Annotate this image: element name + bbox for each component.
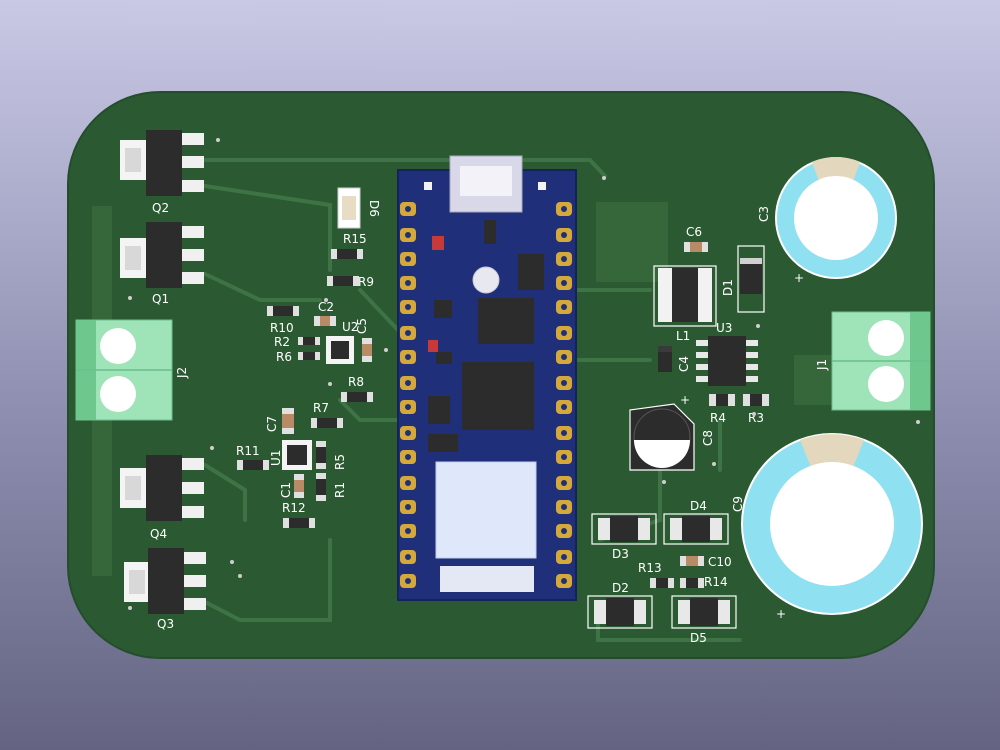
label-d4: D4 (690, 499, 707, 513)
ic-u2: U2 (326, 320, 358, 364)
label-d5: D5 (690, 631, 707, 645)
label-r2: R2 (274, 335, 290, 349)
label-u2: U2 (342, 320, 358, 334)
label-r14: R14 (704, 575, 728, 589)
mosfet-q1: Q1 (120, 222, 204, 306)
diode-d2: D2 (587, 581, 653, 629)
resistor-r1: R1 (316, 473, 347, 501)
microcontroller-module (397, 155, 577, 601)
vias (128, 138, 920, 610)
ic-u1: U1 (269, 440, 312, 470)
label-r15: R15 (343, 232, 367, 246)
ic-u3: U3 (696, 321, 758, 386)
label-j1: J1 (815, 359, 829, 371)
electrolytic-cap-c8: + C8 (629, 393, 715, 471)
resistor-r15: R15 (331, 232, 367, 259)
label-j2: J2 (175, 367, 189, 379)
label-r10: R10 (270, 321, 294, 335)
resistor-r5: R5 (316, 441, 347, 470)
label-c10: C10 (708, 555, 732, 569)
label-c3-plus: + (794, 271, 804, 285)
capacitor-c7: C7 (265, 408, 294, 434)
inductor-l1: L1 (653, 265, 717, 343)
resistor-r13: R13 (638, 561, 674, 588)
label-r6: R6 (276, 350, 292, 364)
label-r8: R8 (348, 375, 364, 389)
label-c2: C2 (318, 300, 334, 314)
label-q2: Q2 (152, 201, 169, 215)
electrolytic-cap-c9: + C9 (731, 433, 923, 621)
module-header-pins (400, 202, 572, 588)
label-c1: C1 (279, 482, 293, 498)
label-c9: C9 (731, 496, 745, 512)
label-r7: R7 (313, 401, 329, 415)
label-r1: R1 (333, 482, 347, 498)
diode-d5: D5 (671, 595, 737, 645)
resistor-r8: R8 (341, 375, 373, 402)
resistor-r2: R2 (274, 335, 320, 349)
mosfet-q3: Q3 (124, 548, 206, 631)
label-c7: C7 (265, 416, 279, 432)
capacitor-c6: C6 (684, 225, 708, 252)
wireless-module (435, 461, 537, 559)
diode-d4: D4 (663, 499, 729, 545)
label-q4: Q4 (150, 527, 167, 541)
label-r11: R11 (236, 444, 260, 458)
diode-d1: D1 (721, 245, 765, 313)
electrolytic-cap-c3: + C3 (757, 156, 897, 285)
label-c6: C6 (686, 225, 702, 239)
resistor-r11: R11 (236, 444, 269, 470)
label-d1: D1 (721, 279, 735, 296)
resistor-r6: R6 (276, 350, 320, 364)
label-r13: R13 (638, 561, 662, 575)
label-r4: R4 (710, 411, 726, 425)
resistor-r3: R3 (743, 394, 769, 425)
label-d3: D3 (612, 547, 629, 561)
copper-pour-right (596, 202, 668, 282)
label-c8: C8 (701, 430, 715, 446)
reset-button (472, 266, 500, 294)
label-q3: Q3 (157, 617, 174, 631)
label-d6: D6 (367, 200, 381, 217)
label-r12: R12 (282, 501, 306, 515)
label-q1: Q1 (152, 292, 169, 306)
resistor-r12: R12 (282, 501, 315, 528)
label-r3: R3 (748, 411, 764, 425)
capacitor-c5: C5 (355, 318, 372, 362)
label-u1: U1 (269, 450, 283, 466)
label-c4: C4 (677, 356, 691, 372)
resistor-r10: R10 (267, 306, 299, 335)
resistor-r4: R4 (709, 394, 735, 425)
label-r9: R9 (358, 275, 374, 289)
capacitor-c2: C2 (314, 300, 336, 326)
capacitor-c1: C1 (279, 474, 304, 498)
label-c3: C3 (757, 206, 771, 222)
label-c5: C5 (355, 318, 369, 334)
resistor-r9: R9 (327, 275, 374, 289)
mosfet-q4: Q4 (120, 455, 204, 541)
diode-d3: D3 (591, 513, 657, 561)
label-d2: D2 (612, 581, 629, 595)
label-c8-plus: + (680, 393, 690, 407)
led-d6: D6 (337, 187, 381, 229)
capacitor-c10: C10 (680, 555, 732, 569)
resistor-r14: R14 (680, 575, 728, 589)
terminal-block-j1: J1 (815, 311, 931, 411)
terminal-block-j2: J2 (75, 319, 189, 421)
label-u3: U3 (716, 321, 732, 335)
resistor-r7: R7 (311, 401, 343, 428)
mosfet-q2: Q2 (120, 130, 204, 215)
label-r5: R5 (333, 454, 347, 470)
label-l1: L1 (676, 329, 690, 343)
label-c9-plus: + (776, 607, 786, 621)
capacitor-c4: C4 (658, 346, 691, 372)
